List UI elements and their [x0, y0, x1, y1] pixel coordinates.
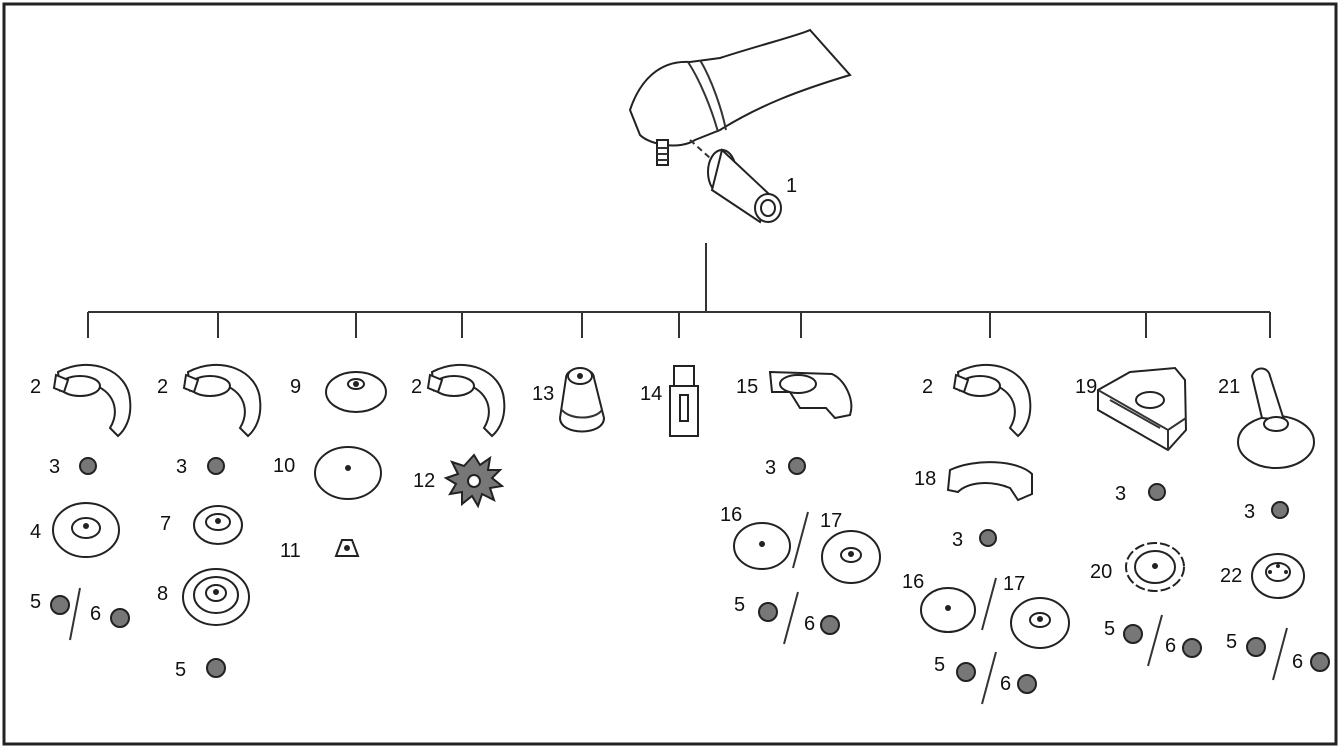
label-2d: 2 [922, 376, 933, 398]
cutting-guard-15 [768, 370, 853, 420]
label-10: 10 [273, 455, 295, 477]
nut-icon [979, 529, 997, 547]
label-16b: 16 [902, 571, 924, 593]
nut-11 [334, 539, 360, 557]
label-5e: 5 [1104, 618, 1115, 640]
label-9: 9 [290, 376, 301, 398]
label-15: 15 [736, 376, 758, 398]
label-5b: 5 [175, 659, 186, 681]
flange-7 [193, 505, 243, 545]
label-5a: 5 [30, 591, 41, 613]
label-5c: 5 [734, 594, 745, 616]
flange-22 [1251, 553, 1305, 599]
label-5d: 5 [934, 654, 945, 676]
flange-4 [52, 502, 120, 558]
nut-icon [1017, 674, 1037, 694]
label-21: 21 [1218, 376, 1240, 398]
label-11: 11 [280, 540, 301, 562]
nut-icon [207, 457, 225, 475]
label-12: 12 [413, 470, 435, 492]
label-13: 13 [532, 383, 554, 405]
label-4: 4 [30, 521, 41, 543]
label-3f: 3 [1244, 501, 1255, 523]
label-2b: 2 [157, 376, 168, 398]
label-3d: 3 [952, 529, 963, 551]
label-18: 18 [914, 468, 936, 490]
side-handle [707, 148, 782, 224]
grinding-disc-17 [1010, 597, 1070, 649]
grinding-disc-17 [821, 530, 881, 584]
nut-icon [956, 662, 976, 682]
extraction-hood-21 [1237, 367, 1315, 469]
nut-icon [79, 457, 97, 475]
label-19: 19 [1075, 376, 1097, 398]
label-6f: 6 [1292, 651, 1303, 673]
nut-icon [50, 595, 70, 615]
angle-grinder-body [628, 28, 852, 166]
nut-icon [820, 615, 840, 635]
nut-icon [1148, 483, 1166, 501]
nut-icon [1246, 637, 1266, 657]
label-14: 14 [640, 383, 662, 405]
nut-icon [788, 457, 806, 475]
label-16a: 16 [720, 504, 742, 526]
cup-brush-13 [558, 367, 606, 433]
wire-brush-12 [443, 453, 505, 509]
label-17a: 17 [820, 510, 842, 532]
nut-icon [758, 602, 778, 622]
label-2a: 2 [30, 376, 41, 398]
nut-icon [1123, 624, 1143, 644]
label-6c: 6 [804, 613, 815, 635]
guard-attachment-18 [946, 461, 1033, 502]
label-6d: 6 [1000, 673, 1011, 695]
label-5f: 5 [1226, 631, 1237, 653]
wheel-guard-col8 [952, 363, 1032, 438]
label-1: 1 [786, 175, 797, 197]
nut-icon [110, 608, 130, 628]
label-6e: 6 [1165, 635, 1176, 657]
wheel-guard-col4 [426, 363, 506, 438]
label-22: 22 [1220, 565, 1242, 587]
label-2c: 2 [411, 376, 422, 398]
nut-icon [1182, 638, 1202, 658]
label-8: 8 [157, 583, 168, 605]
label-20: 20 [1090, 561, 1112, 583]
wheel-guard-col1 [52, 363, 132, 438]
connector-tree [87, 243, 1271, 338]
flange-8 [182, 568, 250, 626]
dust-hood-19 [1097, 366, 1188, 452]
label-3e: 3 [1115, 483, 1126, 505]
wheel-guard-col2 [182, 363, 262, 438]
nut-icon [1271, 501, 1289, 519]
label-17b: 17 [1003, 573, 1025, 595]
label-3c: 3 [765, 457, 776, 479]
label-3a: 3 [49, 456, 60, 478]
label-3b: 3 [176, 456, 187, 478]
sanding-disc-10 [314, 446, 382, 500]
label-6a: 6 [90, 603, 101, 625]
nut-icon [206, 658, 226, 678]
label-7: 7 [160, 513, 171, 535]
drill-adapter-14 [669, 365, 699, 437]
diamond-disc-20 [1125, 542, 1185, 592]
backing-pad-9 [325, 371, 387, 413]
nut-icon [1310, 652, 1330, 672]
